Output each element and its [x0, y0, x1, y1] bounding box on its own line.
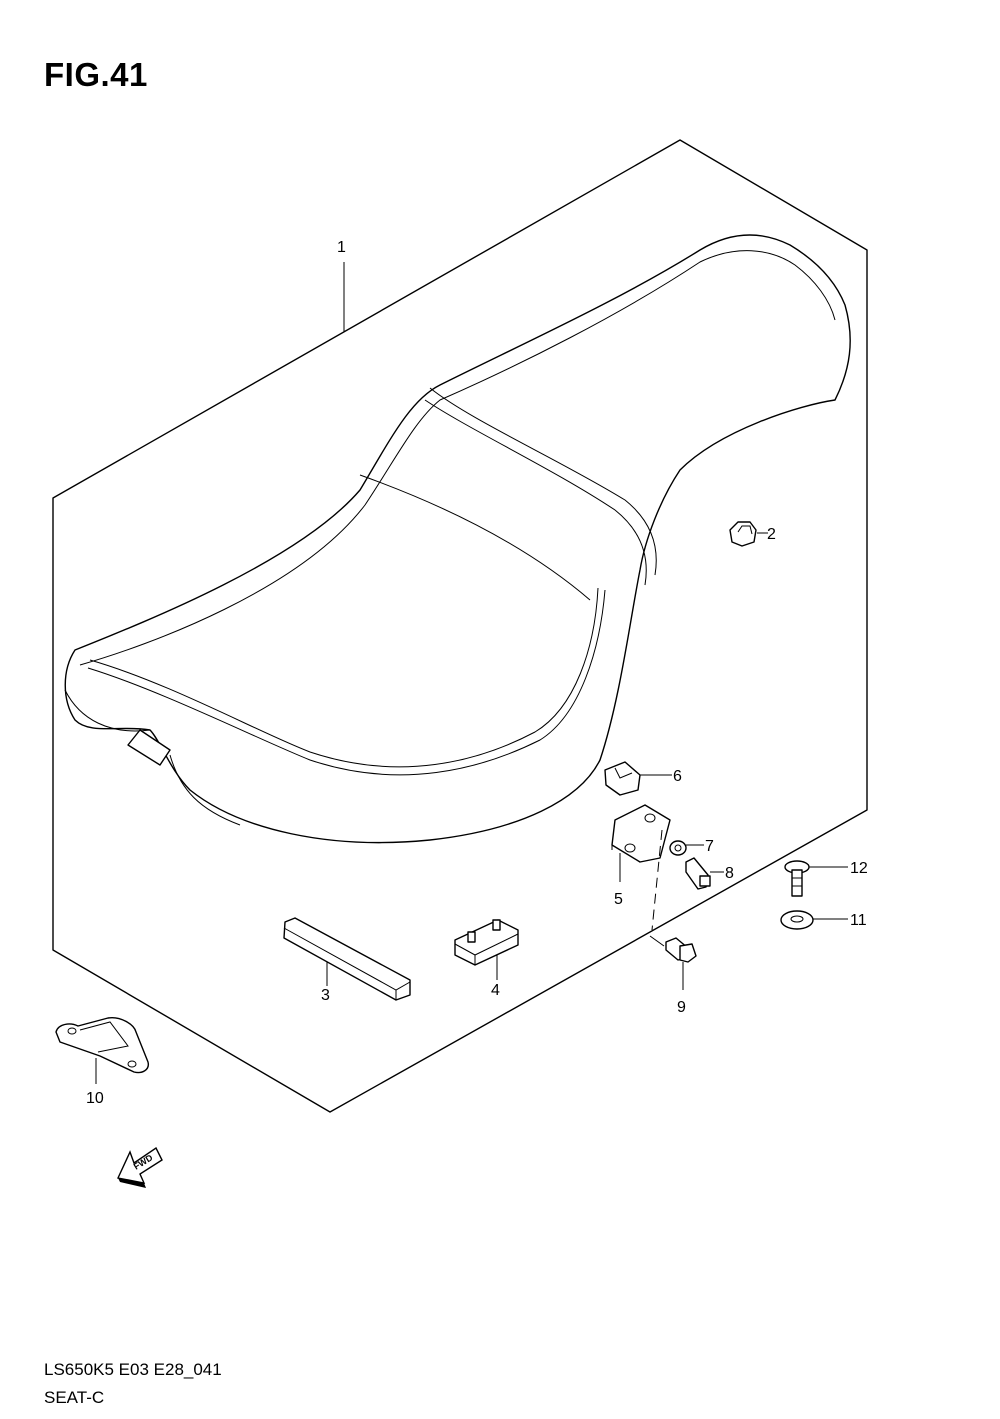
assembly-outline — [52, 139, 868, 1113]
callout-label-1: 1 — [337, 239, 346, 256]
callout-label-9: 9 — [677, 999, 686, 1016]
callout-label-4: 4 — [491, 982, 500, 999]
part-7-washer — [669, 840, 687, 856]
part-2-nut — [729, 521, 757, 547]
part-8-bolt — [685, 857, 711, 890]
alignment-dashed-line — [651, 829, 663, 931]
diagram-code: LS650K5 E03 E28_041 — [44, 1360, 222, 1379]
callout-label-7: 7 — [705, 838, 714, 855]
part-10-bracket — [55, 1017, 149, 1074]
diagram-name: SEAT-C — [44, 1388, 105, 1407]
fwd-arrow-icon: FWD — [116, 1146, 163, 1188]
callout-label-11: 11 — [850, 912, 867, 929]
part-12-screw — [784, 860, 810, 897]
part-9-bolt — [665, 937, 697, 963]
callout-label-8: 8 — [725, 865, 734, 882]
callout-label-6: 6 — [673, 768, 682, 785]
part-5-bracket — [611, 804, 671, 863]
callout-label-2: 2 — [767, 526, 776, 543]
alignment-tick — [649, 935, 665, 947]
callout-label-5: 5 — [614, 891, 623, 908]
part-11-washer — [780, 910, 814, 930]
callout-label-12: 12 — [850, 860, 868, 877]
part-3-block — [283, 917, 411, 1001]
part-6-clip — [604, 761, 641, 796]
figure-title: FIG.41 — [44, 56, 148, 93]
part-4-block — [454, 919, 519, 966]
callout-label-10: 10 — [86, 1090, 104, 1107]
callout-label-3: 3 — [321, 987, 330, 1004]
seat-part — [64, 234, 851, 844]
